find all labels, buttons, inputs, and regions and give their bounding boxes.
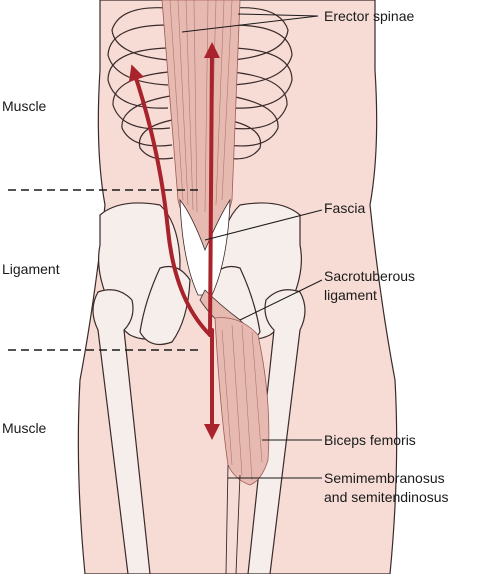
label-semimembranosus-line2: and semitendinosus (324, 489, 449, 505)
label-semimembranosus-line1: Semimembranosus (324, 470, 445, 486)
arrow-up-left (128, 64, 212, 337)
tension-arrows (128, 42, 220, 440)
femur-bones (92, 289, 306, 574)
label-biceps-femoris: Biceps femoris (324, 432, 416, 448)
region-label-upper-muscle: Muscle (2, 98, 47, 114)
fascia (179, 198, 231, 296)
region-label-lower-muscle: Muscle (2, 420, 47, 436)
label-fascia: Fascia (324, 200, 366, 216)
arrow-up-right (203, 42, 220, 337)
region-boundaries (8, 189, 198, 351)
label-sacrotuberous-line1: Sacrotuberous (324, 268, 416, 284)
leader-lines (181, 13, 323, 479)
label-erector-spinae: Erector spinae (324, 8, 415, 24)
region-label-ligament: Ligament (2, 261, 60, 277)
label-sacrotuberous-line2: ligament (324, 287, 377, 303)
